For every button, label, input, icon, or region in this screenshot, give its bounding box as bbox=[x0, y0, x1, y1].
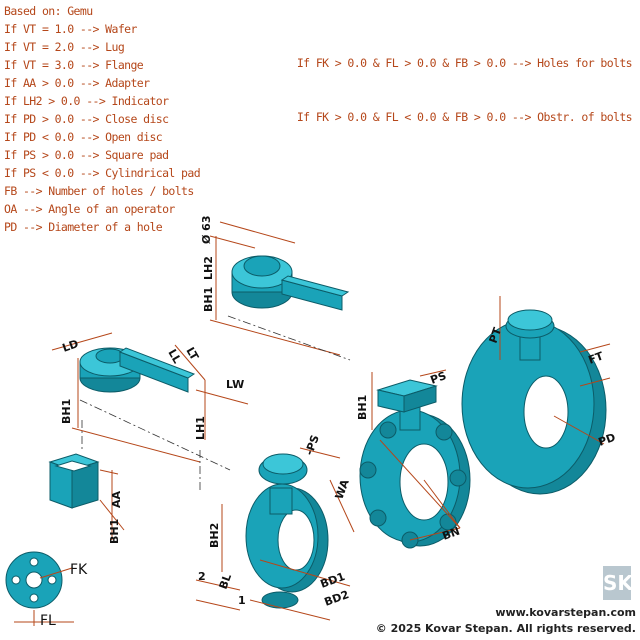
legend-left-line: FB --> Number of holes / bolts bbox=[4, 184, 194, 198]
dim-d63: Ø 63 bbox=[200, 216, 213, 245]
flange-valve bbox=[461, 309, 607, 495]
dim-fk: FK bbox=[70, 562, 88, 578]
axis-lines bbox=[79, 315, 351, 490]
dim-1: 1 bbox=[238, 594, 246, 607]
dim-fl: FL bbox=[40, 613, 56, 629]
flange-diagram: FK FL bbox=[5, 551, 88, 629]
legend-left-line: Based on: Gemu bbox=[4, 4, 93, 18]
legend-left-line: If PS > 0.0 --> Square pad bbox=[4, 148, 169, 162]
lever-part bbox=[79, 347, 196, 393]
website-text: www.kovarstepan.com bbox=[495, 606, 636, 619]
legend-right-line-1: If FK > 0.0 & FL > 0.0 & FB > 0.0 --> Ho… bbox=[296, 56, 633, 70]
dim-lw: LW bbox=[226, 378, 244, 391]
legend-left-line: If LH2 > 0.0 --> Indicator bbox=[4, 94, 169, 108]
legend-left-line: OA --> Angle of an operator bbox=[4, 202, 175, 216]
dim-lh2: LH2 bbox=[202, 256, 215, 280]
lever-dims: LD LL LT LW BH1 LH1 bbox=[51, 332, 249, 463]
dim-2: 2 bbox=[198, 570, 206, 583]
copyright-text: © 2025 Kovar Stepan. All rights reserved… bbox=[375, 622, 636, 635]
dim-ld: LD bbox=[61, 337, 81, 355]
dim-pt: PT bbox=[487, 325, 505, 345]
legend-left-line: If VT = 1.0 --> Wafer bbox=[4, 22, 137, 36]
dim-ll: LL bbox=[165, 347, 183, 366]
dim-bd2: BD2 bbox=[323, 588, 351, 609]
indicator-dims: LH2 Ø 63 BH1 bbox=[200, 216, 341, 356]
legend-left-line: If PS < 0.0 --> Cylindrical pad bbox=[4, 166, 201, 180]
dim-lt: LT bbox=[183, 345, 201, 363]
legend-right-line-2: If FK > 0.0 & FL < 0.0 & FB > 0.0 --> Ob… bbox=[296, 110, 633, 124]
dim-bh1-top: BH1 bbox=[202, 287, 215, 312]
dim-bh2: BH2 bbox=[208, 523, 221, 548]
legend-right: If FK > 0.0 & FL > 0.0 & FB > 0.0 --> Ho… bbox=[296, 18, 633, 144]
dim-aa: AA bbox=[110, 490, 123, 508]
sk-logo: SK bbox=[603, 566, 633, 600]
legend-left-line: If PD < 0.0 --> Open disc bbox=[4, 130, 163, 144]
wafer-valve bbox=[245, 453, 329, 609]
dim-bh1-adapter: BH1 bbox=[108, 519, 121, 544]
dim-bd1: BD1 bbox=[319, 570, 347, 591]
dim-bh1-lug: BH1 bbox=[356, 395, 369, 420]
adapter-dims: BH1 AA bbox=[99, 469, 125, 544]
legend-left-line: PD --> Diameter of a hole bbox=[4, 220, 163, 234]
legend-left-line: If PD > 0.0 --> Close disc bbox=[4, 112, 169, 126]
dim-wa: WA bbox=[333, 477, 352, 501]
indicator-part bbox=[231, 255, 350, 311]
dim-ps-lug: PS bbox=[429, 369, 449, 387]
legend-left-line: If AA > 0.0 --> Adapter bbox=[4, 76, 150, 90]
dim-lh1: LH1 bbox=[194, 416, 207, 440]
legend-left-line: If VT = 3.0 --> Flange bbox=[4, 58, 144, 72]
adapter-part bbox=[48, 453, 100, 509]
flange-dims: PT FT PD bbox=[487, 296, 618, 449]
dim-ps-small: -PS bbox=[303, 433, 322, 457]
legend-left-line: If VT = 2.0 --> Lug bbox=[4, 40, 125, 54]
dim-bh1-left: BH1 bbox=[60, 399, 73, 424]
dim-ft: FT bbox=[587, 349, 606, 367]
dim-bn: BN bbox=[441, 525, 462, 543]
dim-bl: BL bbox=[217, 572, 234, 591]
lug-valve bbox=[359, 379, 471, 549]
dim-pd: PD bbox=[597, 431, 618, 449]
lug-dims: PS BH1 BN bbox=[356, 369, 462, 543]
